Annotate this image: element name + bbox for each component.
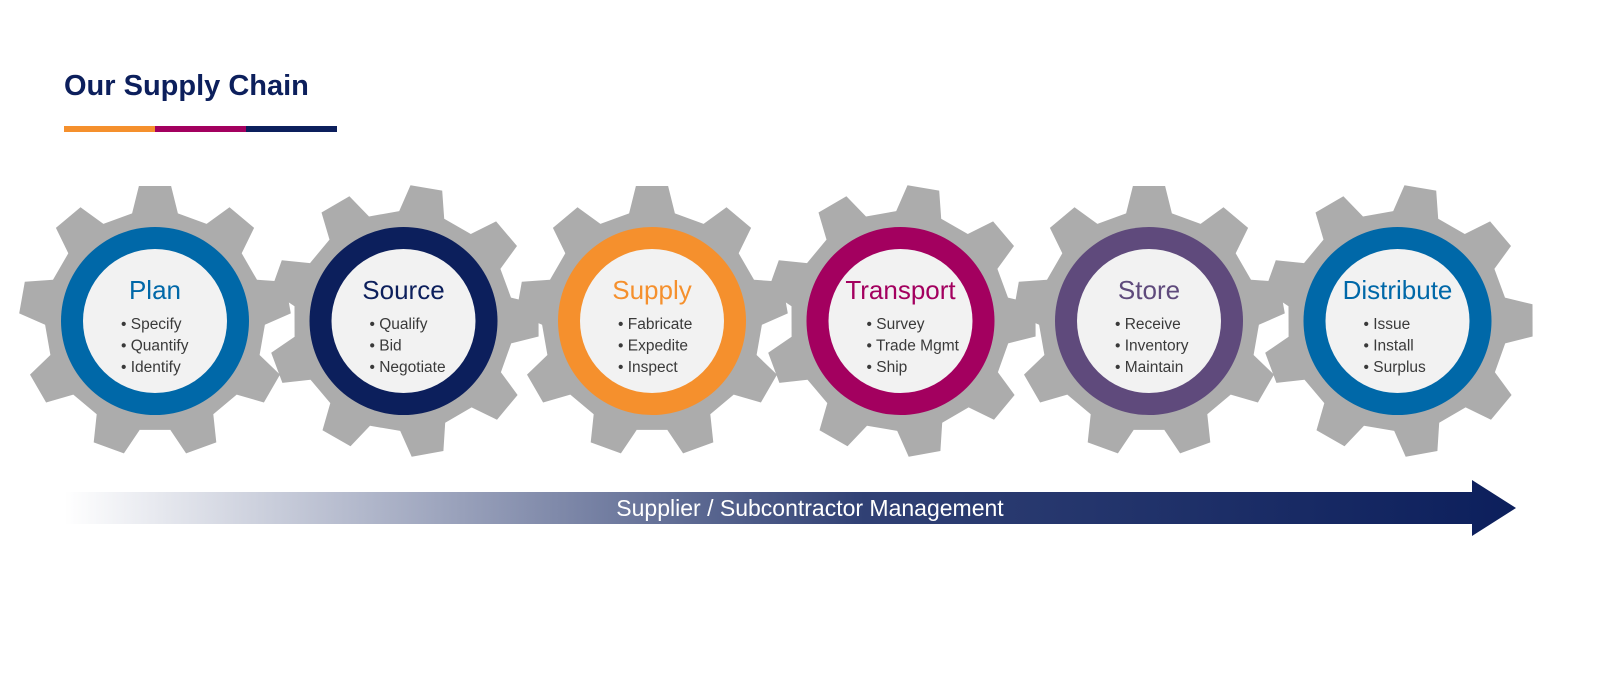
stage-list-item: • Survey (867, 316, 925, 333)
stage-face (1077, 249, 1221, 393)
stage-list-item: • Maintain (1115, 359, 1183, 376)
title-underline-segment-1 (64, 126, 155, 132)
stage-5: Store • Receive • Inventory • Maintain (1013, 186, 1285, 454)
page-title: Our Supply Chain (64, 70, 309, 102)
stage-title: Source (362, 275, 444, 305)
stage-list-item: • Negotiate (370, 359, 446, 376)
stage-gears: Plan • Specify • Quantify • Identify Source •… (19, 185, 1533, 457)
stage-title: Transport (845, 275, 956, 305)
title-underline (64, 126, 337, 132)
title-underline-segment-3 (246, 126, 337, 132)
title-underline-segment-2 (155, 126, 246, 132)
stage-list-item: • Issue (1364, 316, 1411, 333)
stage-list-item: • Identify (121, 359, 181, 376)
stage-3: Supply • Fabricate • Expedite • Inspect (516, 186, 788, 454)
management-arrow-label: Supplier / Subcontractor Management (616, 495, 1004, 521)
stage-list-item: • Expedite (618, 338, 688, 355)
stage-list-item: • Install (1364, 338, 1414, 355)
stage-2: Source • Qualify • Bid • Negotiate (271, 185, 539, 457)
stage-face (1325, 249, 1470, 393)
stage-face (331, 249, 476, 393)
stage-1: Plan • Specify • Quantify • Identify (19, 186, 291, 454)
stage-list-item: • Bid (370, 338, 402, 355)
stage-title: Plan (129, 275, 181, 305)
management-arrow: Supplier / Subcontractor Management (64, 480, 1516, 536)
stage-4: Transport • Survey • Trade Mgmt • Ship (768, 185, 1036, 457)
stage-list-item: • Fabricate (618, 316, 692, 333)
stage-face (580, 249, 724, 393)
stage-list-item: • Trade Mgmt (867, 338, 960, 355)
stage-list-item: • Qualify (370, 316, 428, 333)
stage-title: Distribute (1343, 275, 1453, 305)
stage-6: Distribute • Issue • Install • Surplus (1265, 185, 1533, 457)
stage-title: Store (1118, 275, 1180, 305)
stage-list-item: • Ship (867, 359, 908, 376)
stage-face (828, 249, 973, 393)
stage-list-item: • Receive (1115, 316, 1181, 333)
stage-list-item: • Inspect (618, 359, 678, 376)
stage-list-item: • Quantify (121, 338, 189, 355)
stage-title: Supply (612, 275, 692, 305)
stage-face (83, 249, 227, 393)
stage-list-item: • Surplus (1364, 359, 1427, 376)
management-arrow-shape (64, 480, 1516, 536)
stage-list-item: • Specify (121, 316, 182, 333)
stage-list-item: • Inventory (1115, 338, 1189, 355)
